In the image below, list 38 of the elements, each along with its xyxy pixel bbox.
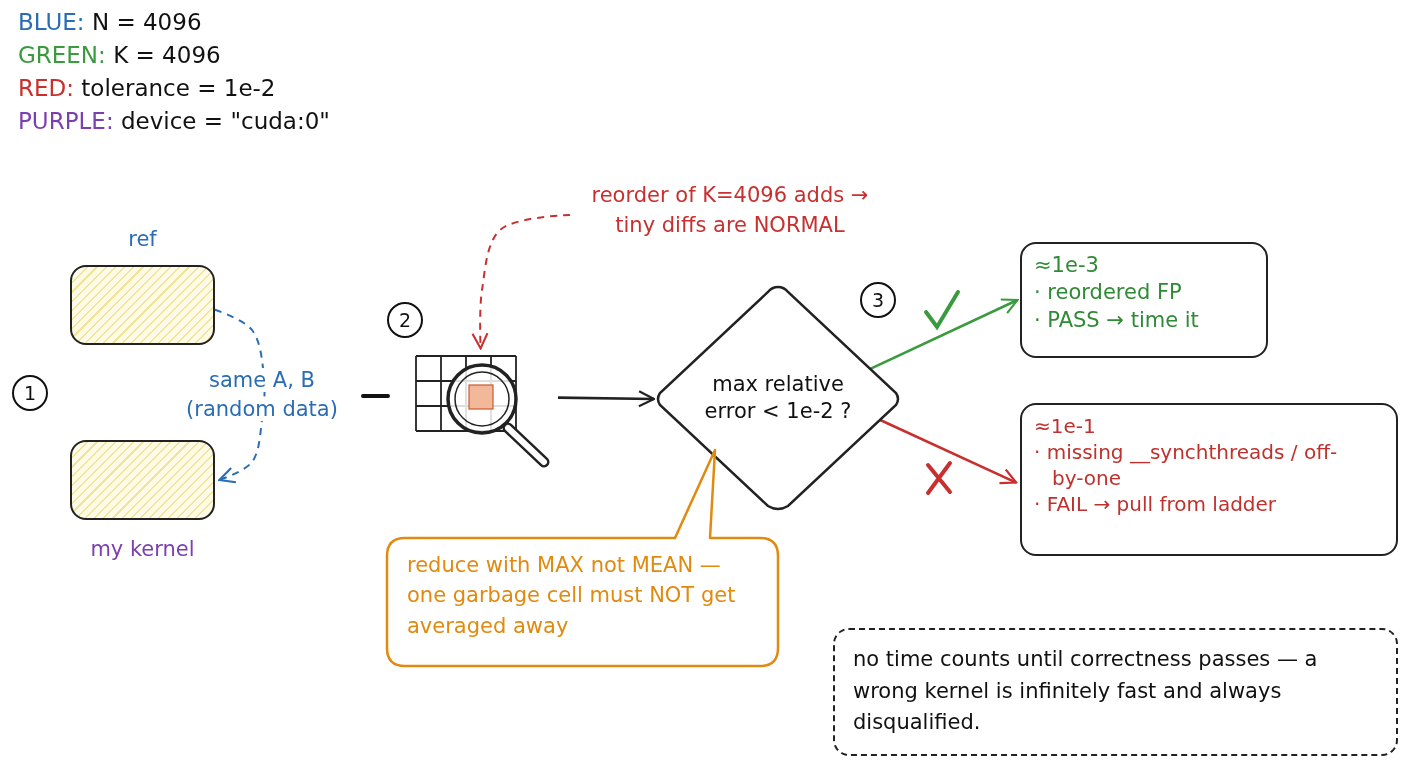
bullet-text: · FAIL → pull from ladder xyxy=(1034,491,1278,517)
legend-key: GREEN: xyxy=(18,42,106,68)
edge-label: same A, B (random data) xyxy=(185,367,339,424)
card-heading: ≈1e-1 xyxy=(1034,413,1097,439)
legend-value: K = 4096 xyxy=(112,42,221,68)
legend-key: BLUE: xyxy=(18,9,85,35)
bullet-text: · PASS → time it xyxy=(1034,306,1200,334)
arrow xyxy=(869,298,1019,371)
result-card xyxy=(1020,242,1268,358)
hatched-box xyxy=(70,440,215,520)
legend-value: tolerance = 1e-2 xyxy=(80,75,276,101)
arrow xyxy=(879,418,1018,485)
legend-value: device = "cuda:0" xyxy=(119,108,330,134)
dashed-arrow xyxy=(471,214,571,350)
step-circle xyxy=(387,302,423,338)
step-circle xyxy=(12,375,48,411)
dashed-arrow xyxy=(214,308,266,484)
bullet-text: · missing __synchthreads / off-by-one xyxy=(1034,439,1339,491)
step-number: 2 xyxy=(397,309,413,331)
note-box xyxy=(833,628,1398,756)
result-card xyxy=(1020,403,1398,556)
box-caption: my kernel xyxy=(89,536,196,563)
annotation-text: reorder of K=4096 adds → tiny diffs are NORMAL xyxy=(570,180,890,250)
callout-text: reduce with MAX not MEAN — one garbage cell must NOT get averaged away xyxy=(407,552,737,640)
speech-bubble xyxy=(385,448,780,668)
hatched-box xyxy=(70,265,215,345)
legend-key: PURPLE: xyxy=(18,108,114,134)
step-number: 1 xyxy=(22,382,38,404)
card-heading: ≈1e-3 xyxy=(1034,252,1100,279)
step-circle xyxy=(860,282,896,318)
bullet-text: · reordered FP xyxy=(1034,279,1183,307)
arrow xyxy=(558,390,656,408)
step-number: 3 xyxy=(870,289,886,311)
legend-value: N = 4096 xyxy=(90,9,202,35)
decision-text: max relative error < 1e-2 ? xyxy=(703,371,853,426)
box-caption: ref xyxy=(127,226,158,253)
legend-key: RED: xyxy=(18,75,74,101)
note-text: no time counts until correctness passes — a wrong kernel is infinitely fast and always disqualified. xyxy=(853,646,1319,736)
